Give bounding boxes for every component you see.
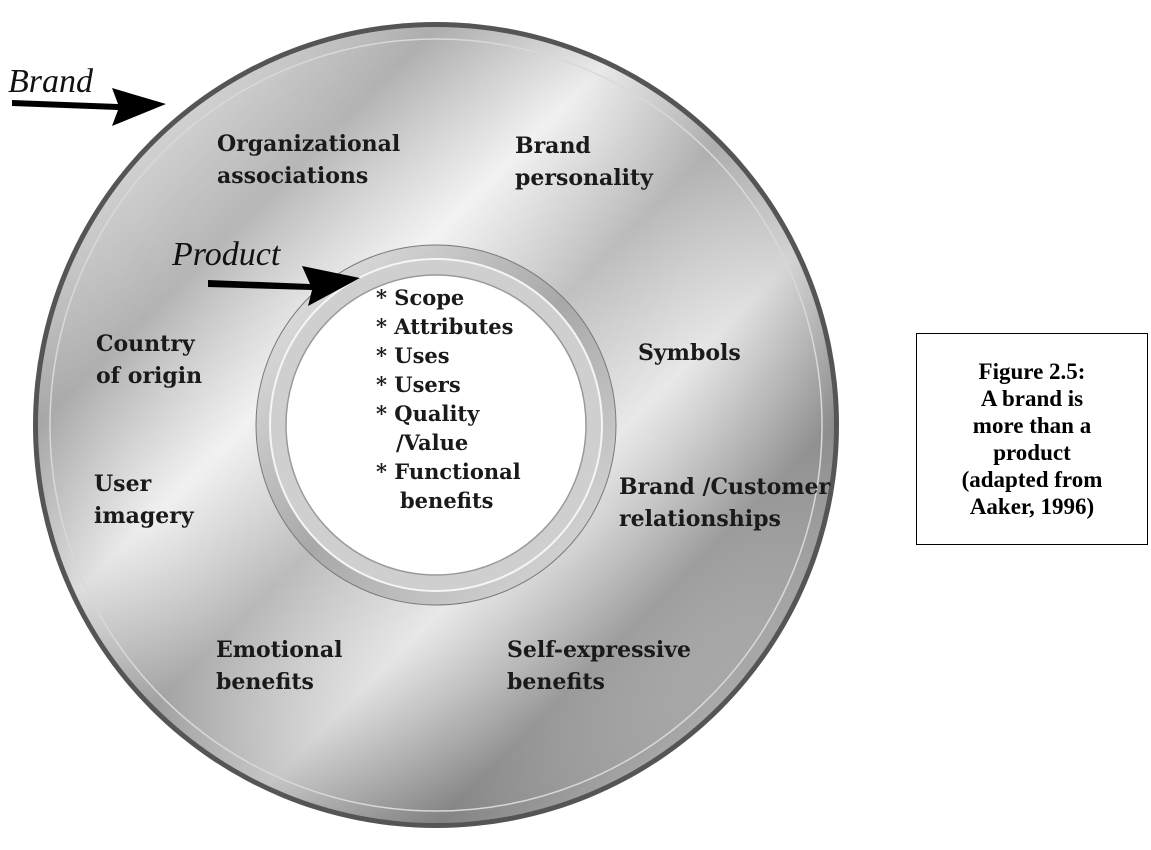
label-line: Self-expressive: [507, 637, 691, 663]
caption-line: A brand is: [980, 386, 1084, 411]
caption-line: Figure 2.5:: [978, 359, 1086, 384]
label-brand-customer-relationships: Brand /Customer relationships: [619, 474, 838, 532]
label-line: Symbols: [638, 340, 741, 366]
core-item: * Uses: [376, 343, 450, 368]
label-line: Brand: [515, 133, 591, 159]
label-line: Emotional: [216, 637, 343, 663]
label-line: associations: [217, 163, 368, 189]
label-line: Organizational: [217, 131, 400, 157]
label-line: personality: [515, 165, 654, 191]
core-item: * Quality: [376, 401, 480, 426]
label-country-of-origin: Country of origin: [96, 331, 202, 389]
disc-inner-groove: [49, 38, 823, 812]
core-item: benefits: [400, 488, 493, 513]
caption-line: Aaker, 1996): [969, 494, 1095, 519]
product-core-list: * Scope * Attributes * Uses * Users * Qu…: [376, 285, 528, 513]
core-item: * Users: [376, 372, 461, 397]
caption-line: product: [993, 440, 1071, 465]
brand-pointer-label: Brand: [8, 63, 94, 100]
label-line: Brand /Customer: [619, 474, 831, 500]
label-self-expressive-benefits: Self-expressive benefits: [507, 637, 699, 695]
label-symbols: Symbols: [638, 340, 741, 366]
outer-ring-labels: Organizational associations Brand person…: [94, 131, 838, 695]
core-item: /Value: [396, 430, 468, 455]
label-user-imagery: User imagery: [94, 471, 195, 529]
product-arrow-icon: [208, 266, 360, 306]
label-organizational-associations: Organizational associations: [217, 131, 408, 189]
core-item: * Scope: [376, 285, 464, 310]
core-item: * Functional: [376, 459, 521, 484]
figure-caption: Figure 2.5: A brand is more than a produ…: [916, 333, 1148, 545]
hub-center: [285, 274, 587, 576]
brand-disc: [33, 22, 839, 828]
label-line: of origin: [96, 363, 202, 389]
label-line: relationships: [619, 506, 781, 532]
core-item: * Attributes: [376, 314, 514, 339]
product-pointer: Product: [171, 236, 360, 306]
label-line: benefits: [507, 669, 605, 695]
brand-arrow-icon: [12, 88, 166, 126]
caption-line: more than a: [972, 413, 1092, 438]
brand-pointer: Brand: [8, 63, 166, 126]
product-hub: [255, 244, 617, 606]
label-line: Country: [96, 331, 196, 357]
product-pointer-label: Product: [171, 236, 282, 273]
label-emotional-benefits: Emotional benefits: [216, 637, 350, 695]
label-brand-personality: Brand personality: [515, 133, 654, 191]
caption-line: (adapted from: [961, 467, 1103, 492]
label-line: User: [94, 471, 152, 497]
label-line: benefits: [216, 669, 314, 695]
label-line: imagery: [94, 503, 195, 529]
